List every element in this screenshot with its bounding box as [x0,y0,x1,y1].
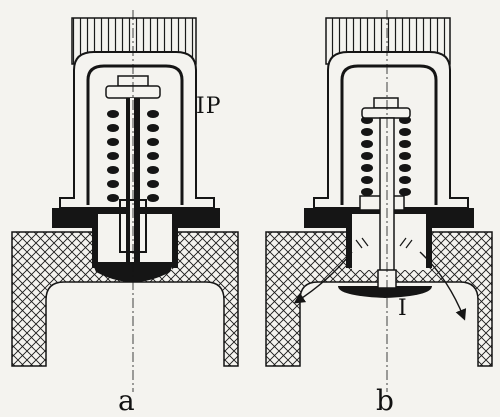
valve-head-b [338,286,432,298]
spring-retainer-b [361,107,411,119]
label-i: I [398,296,407,321]
stem-guide-a [119,199,147,253]
flow-ticks [355,237,413,249]
caption-b: b [376,384,394,417]
figure-a [11,10,239,392]
flow-arrow-icon [293,251,353,304]
spring-a [107,110,159,202]
figure-b [265,10,493,392]
label-ip: IP [196,94,222,119]
housing-wall-b [340,64,438,205]
housing-wall-a [86,64,184,205]
flow-arrow-icon [419,251,467,321]
cylinder-head-a [11,231,239,367]
caption-a: a [118,384,135,417]
valve-cap-b [373,97,399,109]
